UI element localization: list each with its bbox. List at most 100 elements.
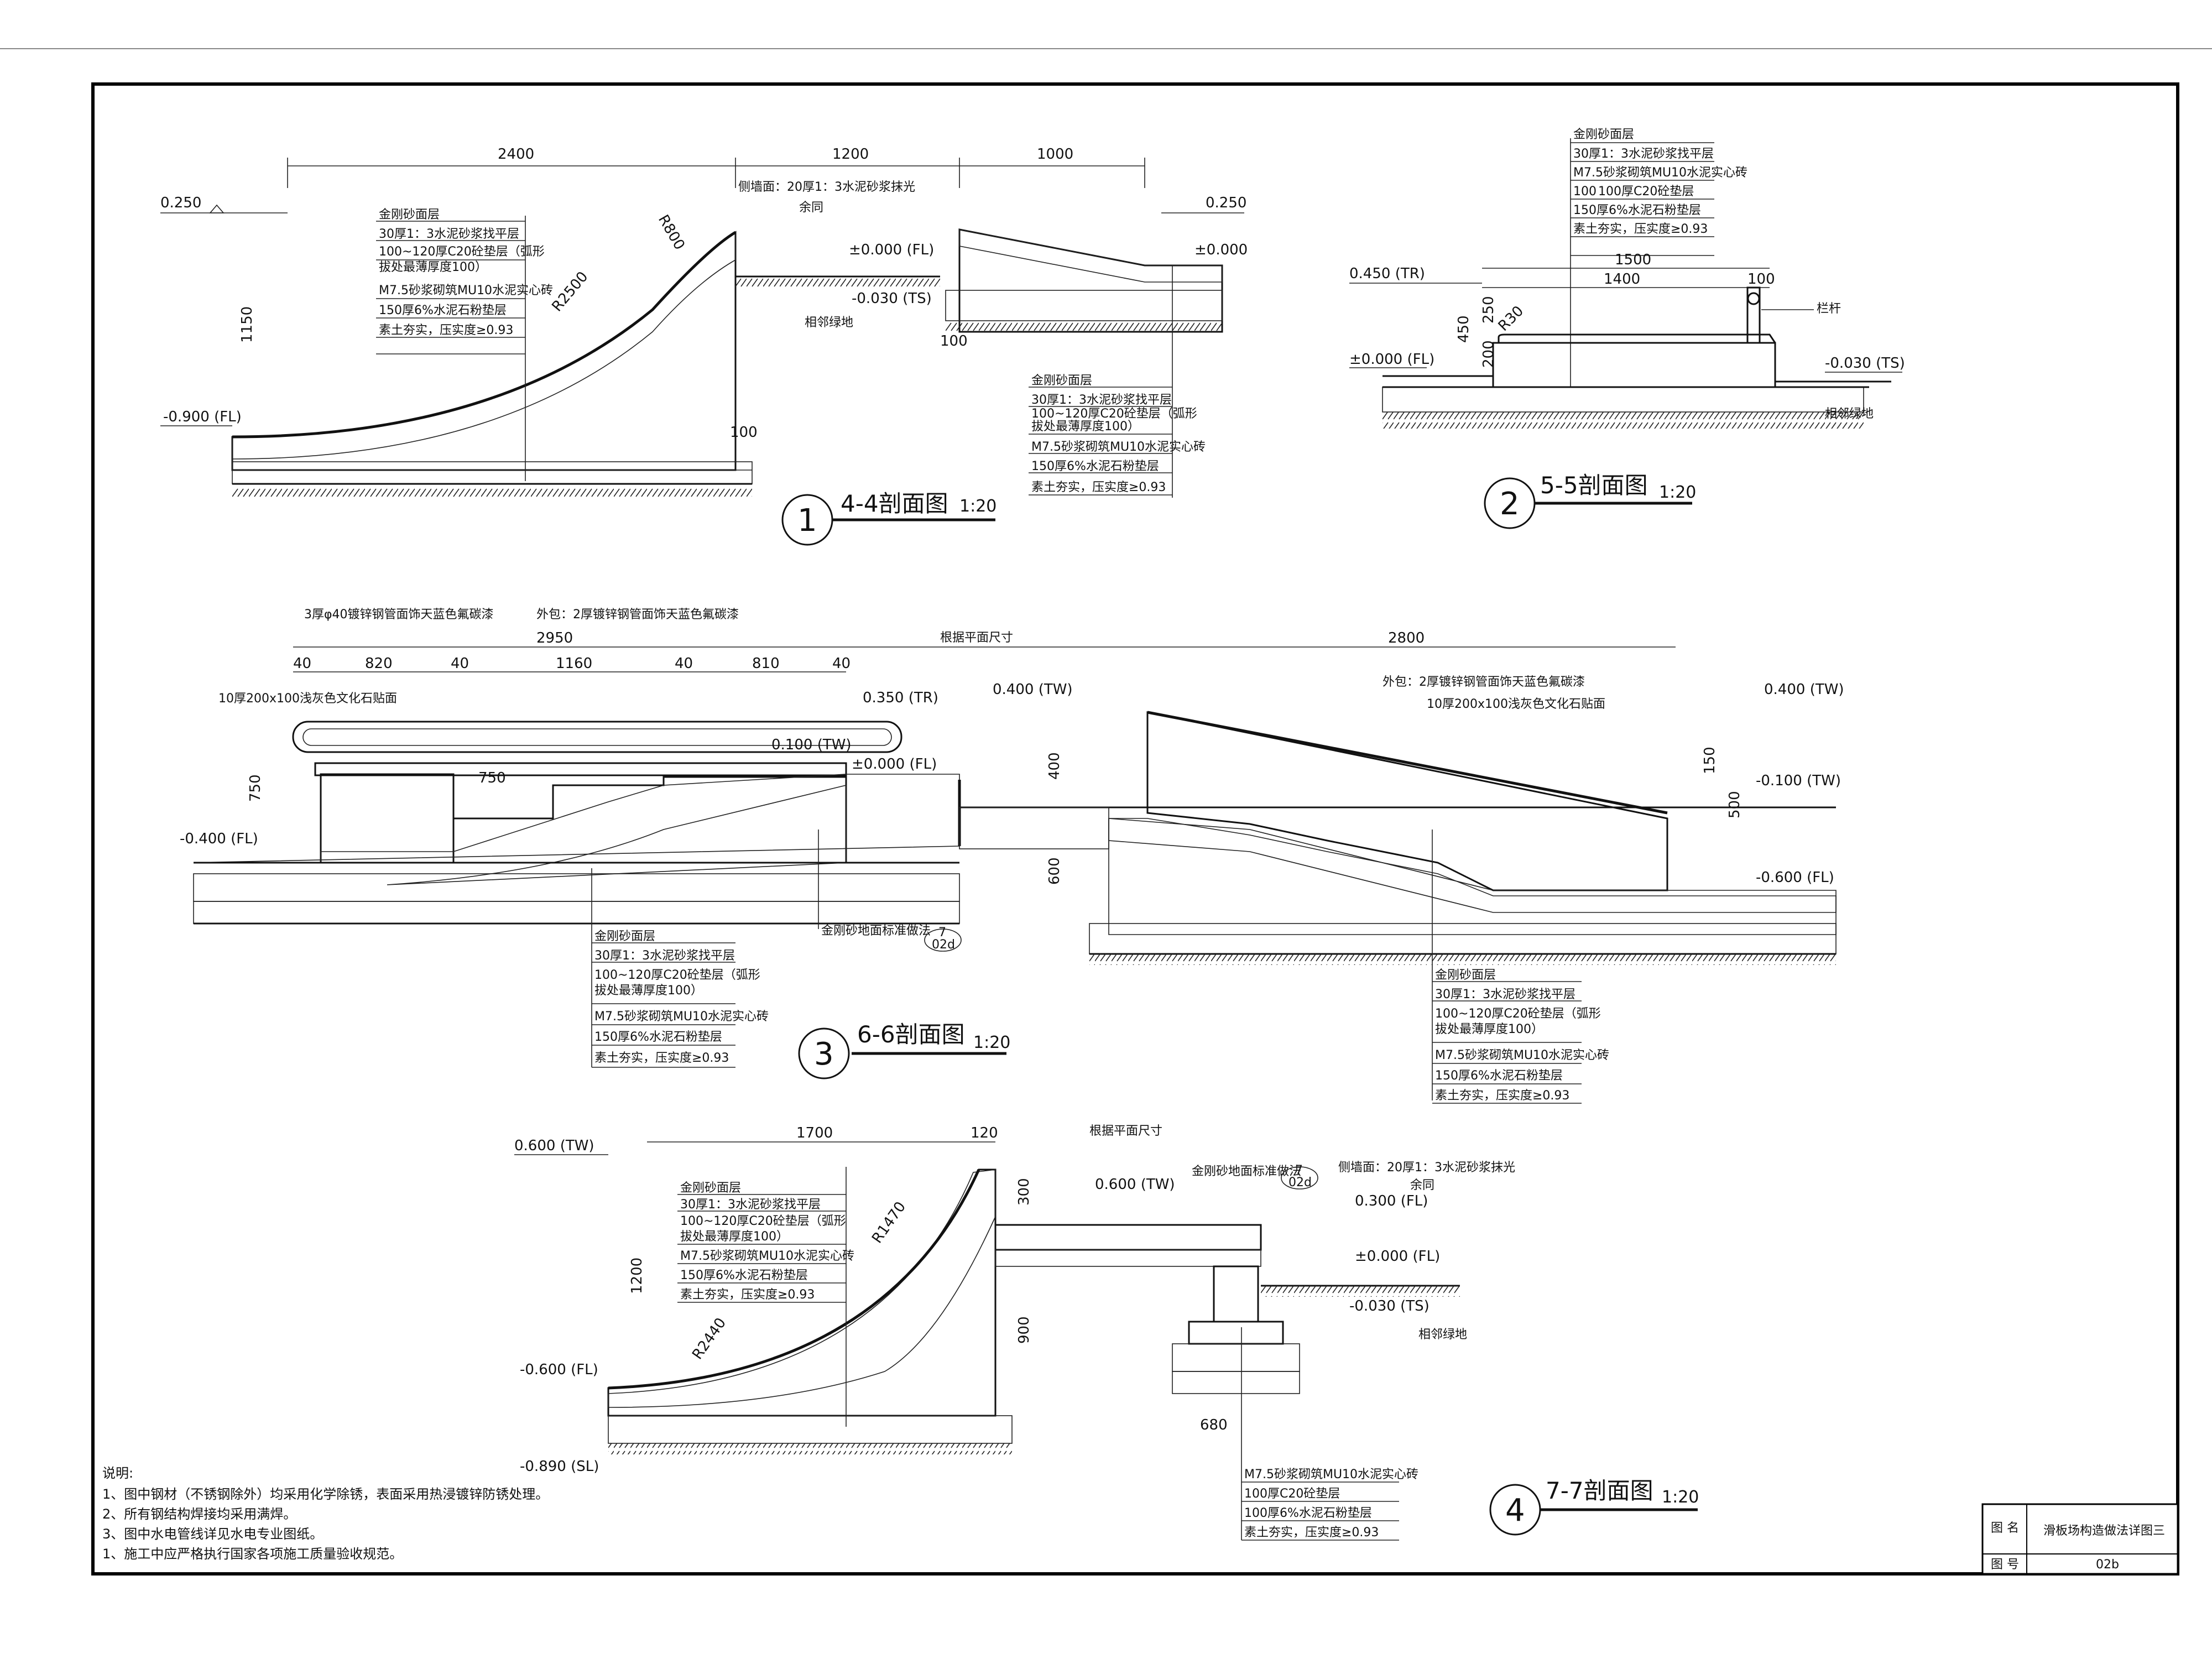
section-4-4: 2400 1200 1000 金刚砂面层 30厚1：3水泥砂浆 bbox=[160, 146, 1248, 546]
elevation-label: ±0.000 bbox=[1194, 242, 1248, 258]
layer-text: 30厚1：3水泥砂浆找平层 bbox=[1573, 147, 1714, 161]
layer-text: M7.5砂浆砌筑MU10水泥实心砖 bbox=[594, 1010, 769, 1024]
green-label: 相邻绿地 bbox=[1825, 407, 1874, 421]
section-scale: 1:20 bbox=[1662, 1488, 1699, 1507]
layer-text: 30厚1：3水泥砂浆找平层 bbox=[1031, 393, 1172, 407]
std-ref-label: 金刚砂地面标准做法 bbox=[821, 924, 931, 938]
layer-text: 拔处最薄厚度100） bbox=[1031, 420, 1140, 434]
dim-label: 1150 bbox=[239, 306, 255, 343]
elevation-label: 0.450 (TR) bbox=[1349, 265, 1425, 282]
radius-label: R2500 bbox=[549, 269, 591, 315]
section-number: 1 bbox=[797, 503, 817, 539]
layer-text: 30厚1：3水泥砂浆找平层 bbox=[594, 949, 735, 963]
note-item: 2、所有钢结构焊接均采用满焊。 bbox=[102, 1506, 296, 1522]
section-title: 7-7剖面图 bbox=[1546, 1477, 1653, 1504]
dim-label: 680 bbox=[1200, 1417, 1228, 1433]
layer-text: 100 bbox=[1573, 185, 1597, 199]
section-number: 2 bbox=[1500, 486, 1520, 522]
dim-label: 40 bbox=[451, 655, 469, 672]
side-wall-note: 侧墙面：20厚1：3水泥砂浆抹光 bbox=[738, 180, 915, 194]
elevation-label: 0.250 bbox=[160, 195, 201, 211]
section-scale: 1:20 bbox=[1659, 483, 1696, 502]
drawing-number: 02b bbox=[2096, 1558, 2119, 1572]
dim-label: 1200 bbox=[629, 1258, 645, 1294]
elevation-label: 0.600 (TW) bbox=[514, 1138, 594, 1154]
layer-text: 100~120厚C20砼垫层（弧形 bbox=[594, 968, 760, 982]
layer-text: 金刚砂面层 bbox=[594, 930, 655, 943]
layer-text: M7.5砂浆砌筑MU10水泥实心砖 bbox=[379, 284, 553, 298]
dim-label: 2950 bbox=[536, 630, 573, 646]
layer-text: 拔处最薄厚度100） bbox=[379, 260, 487, 274]
dim-label: 600 bbox=[1046, 857, 1063, 885]
section-title: 4-4剖面图 bbox=[841, 490, 948, 517]
radius-label: R2440 bbox=[689, 1315, 729, 1363]
dim-label: 1400 bbox=[1604, 271, 1640, 288]
annotation: 外包：2厚镀锌钢管面饰天蓝色氟碳漆 bbox=[1383, 675, 1585, 689]
layer-text: 100~120厚C20砼垫层（弧形 bbox=[379, 245, 545, 259]
layer-text: 金刚砂面层 bbox=[1573, 128, 1634, 142]
layer-text: 30厚1：3水泥砂浆找平层 bbox=[1435, 988, 1575, 1001]
dim-label: 120 bbox=[971, 1125, 998, 1141]
dim-label: 750 bbox=[247, 774, 264, 802]
title-block-label: 图 号 bbox=[1991, 1558, 2019, 1572]
dim-label: 100 bbox=[940, 333, 968, 349]
elevation-label: -0.890 (SL) bbox=[520, 1458, 599, 1475]
layers-sec4-b: M7.5砂浆砌筑MU10水泥实心砖 100厚C20砼垫层 100厚6%水泥石粉垫… bbox=[1241, 1327, 1418, 1541]
size-note: 根据平面尺寸 bbox=[1089, 1124, 1162, 1138]
drawing-border bbox=[91, 82, 2179, 1575]
layers-sec3-b: 金刚砂面层 30厚1：3水泥砂浆找平层 100~120厚C20砼垫层（弧形 拔处… bbox=[1432, 830, 1609, 1104]
ref-number: 7 bbox=[1295, 1164, 1303, 1177]
elevation-label: ±0.000 (FL) bbox=[1355, 1248, 1440, 1265]
dim-label: 2800 bbox=[1388, 630, 1425, 646]
layers-sec3-a: 金刚砂面层 30厚1：3水泥砂浆找平层 100~120厚C20砼垫层（弧形 拔处… bbox=[591, 868, 769, 1068]
general-notes: 说明: 1、图中钢材（不锈钢除外）均采用化学除锈，表面采用热浸镀锌防锈处理。 2… bbox=[102, 1465, 549, 1562]
dim-1200: 1200 bbox=[832, 146, 869, 163]
layer-text: 100厚C20砼垫层 bbox=[1598, 185, 1694, 199]
green-label: 相邻绿地 bbox=[805, 316, 853, 330]
layer-text: 拔处最薄厚度100） bbox=[594, 984, 703, 998]
section-6-6: 3厚φ40镀锌钢管面饰天蓝色氟碳漆 外包：2厚镀锌钢管面饰天蓝色氟碳漆 2950… bbox=[180, 608, 1844, 1104]
elevation-label: -0.600 (FL) bbox=[1756, 869, 1834, 886]
drawing-name: 滑板场构造做法详图三 bbox=[2043, 1524, 2165, 1538]
title-block-label: 图 名 bbox=[1991, 1521, 2019, 1535]
layer-text: 30厚1：3水泥砂浆找平层 bbox=[379, 227, 519, 241]
annotation: 外包：2厚镀锌钢管面饰天蓝色氟碳漆 bbox=[536, 608, 739, 622]
layer-text: 素土夯实，压实度≥0.93 bbox=[1573, 222, 1708, 236]
elevation-label: 0.350 (TR) bbox=[863, 690, 938, 706]
dim-label: 1700 bbox=[796, 1125, 833, 1141]
note-item: 3、图中水电管线详见水电专业图纸。 bbox=[102, 1526, 323, 1542]
dim-label: 1500 bbox=[1615, 252, 1651, 268]
layer-text: 拔处最薄厚度100） bbox=[680, 1230, 789, 1244]
radius-label: R800 bbox=[655, 212, 688, 253]
elevation-label: 0.100 (TW) bbox=[771, 737, 852, 753]
layer-text: 100厚C20砼垫层 bbox=[1244, 1487, 1340, 1501]
layer-text: 金刚砂面层 bbox=[680, 1181, 741, 1195]
elevation-label: -0.030 (TS) bbox=[1349, 1298, 1430, 1314]
elevation-label: 0.400 (TW) bbox=[1764, 681, 1844, 698]
size-note: 根据平面尺寸 bbox=[940, 631, 1013, 645]
layers-sec2: 金刚砂面层 30厚1：3水泥砂浆找平层 M7.5砂浆砌筑MU10水泥实心砖 10… bbox=[1570, 128, 1747, 387]
green-label: 相邻绿地 bbox=[1418, 1328, 1467, 1342]
layer-text: 100~120厚C20砼垫层（弧形 bbox=[1435, 1007, 1601, 1021]
elevation-label: -0.030 (TS) bbox=[852, 290, 932, 307]
layer-text: 拔处最薄厚度100） bbox=[1435, 1022, 1543, 1036]
layer-text: M7.5砂浆砌筑MU10水泥实心砖 bbox=[1573, 166, 1747, 180]
layer-text: 150厚6%水泥石粉垫层 bbox=[680, 1269, 808, 1282]
section-7-7: 1700 120 根据平面尺寸 0.600 (TW) 0.600 (TW) 0.… bbox=[514, 1124, 1699, 1541]
layer-text: 150厚6%水泥石粉垫层 bbox=[1573, 204, 1701, 217]
dim-label: 150 bbox=[1702, 747, 1718, 774]
notes-heading: 说明: bbox=[102, 1465, 133, 1481]
elevation-label: -0.100 (TW) bbox=[1756, 773, 1841, 789]
dim-label: 100 bbox=[730, 424, 758, 441]
layer-text: M7.5砂浆砌筑MU10水泥实心砖 bbox=[1244, 1468, 1418, 1481]
layer-text: 金刚砂面层 bbox=[379, 208, 440, 222]
layer-text: M7.5砂浆砌筑MU10水泥实心砖 bbox=[1031, 440, 1206, 454]
elevation-label: ±0.000 (FL) bbox=[1349, 351, 1434, 368]
dim-1000: 1000 bbox=[1037, 146, 1073, 163]
layer-text: 素土夯实，压实度≥0.93 bbox=[594, 1051, 729, 1065]
layer-text: M7.5砂浆砌筑MU10水泥实心砖 bbox=[680, 1249, 854, 1263]
ref-page: 02d bbox=[932, 938, 955, 952]
layer-text: 150厚6%水泥石粉垫层 bbox=[1031, 460, 1159, 473]
note-item: 1、施工中应严格执行国家各项施工质量验收规范。 bbox=[102, 1546, 403, 1562]
dim-label: 1160 bbox=[556, 655, 592, 672]
